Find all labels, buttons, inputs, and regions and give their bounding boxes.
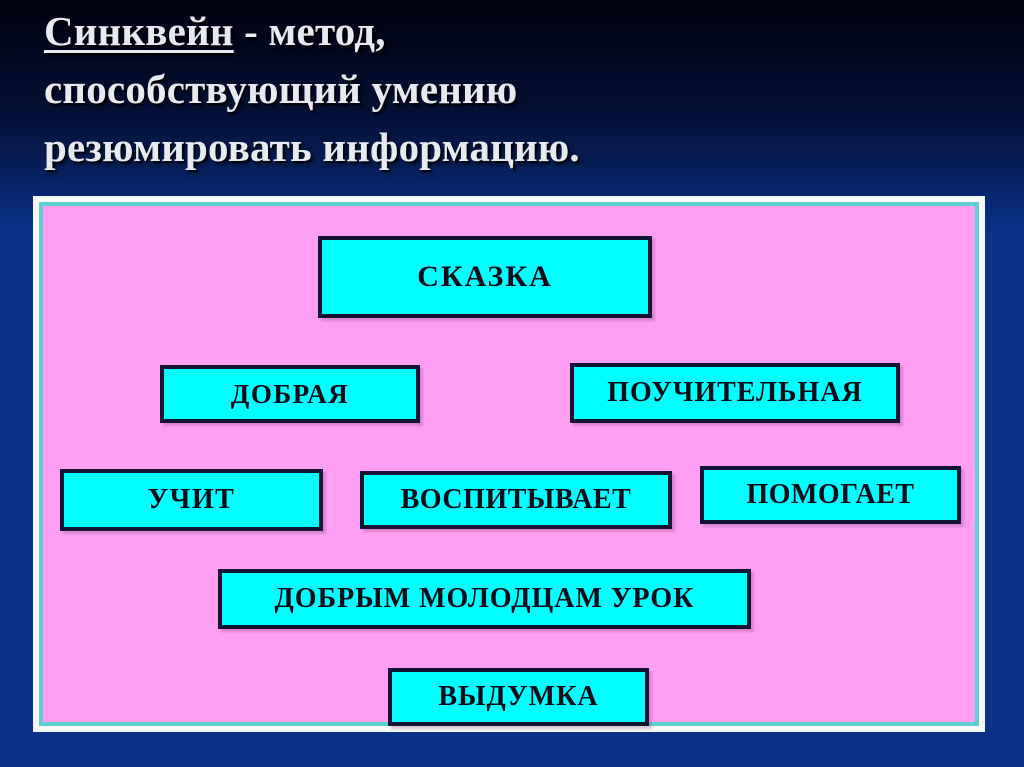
slide-title: Синквейн - метод, способствующий умению … — [44, 2, 974, 176]
cinquain-box-label: ПОУЧИТЕЛЬНАЯ — [607, 377, 863, 408]
cinquain-box-label: ВОСПИТЫВАЕТ — [400, 484, 632, 515]
cinquain-box-adjective-1[interactable]: ДОБРАЯ — [160, 365, 420, 423]
title-line-1: Синквейн - метод, — [44, 2, 974, 60]
cinquain-box-label: ДОБРЫМ МОЛОДЦАМ УРОК — [274, 583, 695, 614]
cinquain-box-label: ПОМОГАЕТ — [746, 479, 915, 510]
title-line-2: способствующий умению — [44, 66, 518, 112]
cinquain-box-label: УЧИТ — [147, 484, 236, 515]
title-line-1-rest: - метод, — [233, 8, 386, 54]
cinquain-box-verb-2[interactable]: ВОСПИТЫВАЕТ — [360, 471, 672, 529]
title-line-3: резюмировать информацию. — [44, 124, 580, 170]
title-term-sinkvein: Синквейн — [44, 8, 234, 54]
cinquain-box-phrase[interactable]: ДОБРЫМ МОЛОДЦАМ УРОК — [218, 569, 751, 629]
cinquain-box-noun[interactable]: СКАЗКА — [318, 236, 652, 318]
cinquain-box-verb-1[interactable]: УЧИТ — [60, 469, 323, 531]
cinquain-box-verb-3[interactable]: ПОМОГАЕТ — [700, 466, 961, 524]
cinquain-box-label: ДОБРАЯ — [230, 378, 350, 409]
cinquain-box-label: СКАЗКА — [417, 260, 553, 293]
cinquain-diagram: СКАЗКА ДОБРАЯ ПОУЧИТЕЛЬНАЯ УЧИТ ВОСПИТЫВ… — [43, 206, 975, 726]
cinquain-box-label: ВЫДУМКА — [438, 681, 599, 712]
content-panel-inner: СКАЗКА ДОБРАЯ ПОУЧИТЕЛЬНАЯ УЧИТ ВОСПИТЫВ… — [37, 200, 981, 728]
cinquain-box-synonym[interactable]: ВЫДУМКА — [388, 668, 649, 726]
content-panel: СКАЗКА ДОБРАЯ ПОУЧИТЕЛЬНАЯ УЧИТ ВОСПИТЫВ… — [33, 196, 985, 732]
cinquain-box-adjective-2[interactable]: ПОУЧИТЕЛЬНАЯ — [570, 363, 900, 423]
